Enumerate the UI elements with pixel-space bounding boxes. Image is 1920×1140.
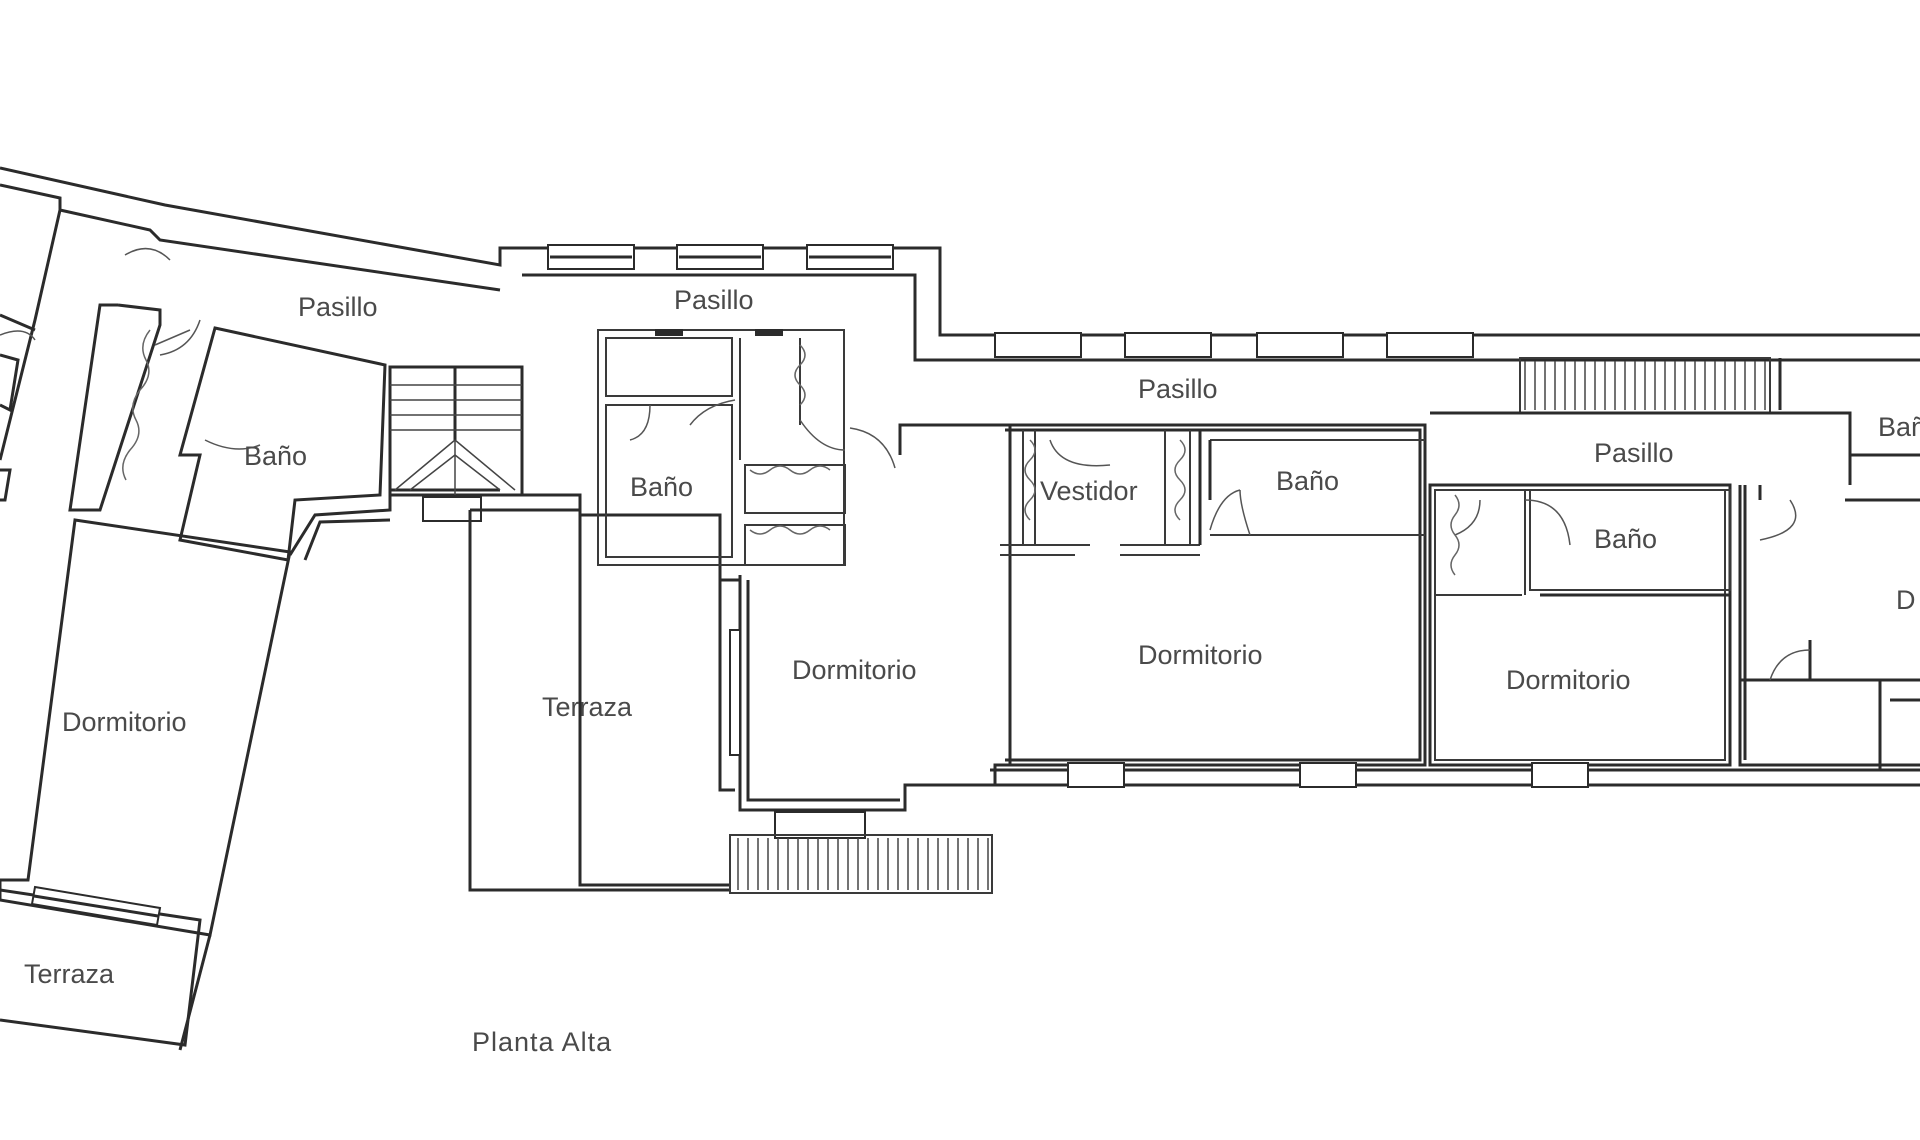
balcony-stairs [737, 838, 989, 890]
label-pasillo-4: Pasillo [1594, 438, 1674, 468]
label-dormitorio-5: D [1896, 585, 1916, 615]
left-wing-walls [0, 166, 525, 1051]
label-bano-3: Baño [1276, 466, 1339, 496]
label-bano-5: Bañ [1878, 412, 1920, 442]
stair-core [388, 365, 524, 522]
label-pasillo-1: Pasillo [298, 292, 378, 322]
central-doors [629, 344, 896, 535]
right-doors [1024, 439, 1811, 681]
label-terraza-1: Terraza [542, 692, 633, 722]
label-dormitorio-1: Dormitorio [62, 707, 187, 737]
right-walls [990, 357, 1920, 787]
label-dormitorio-3: Dormitorio [1138, 640, 1263, 670]
label-bano-4: Baño [1594, 524, 1657, 554]
right-windows [1067, 762, 1589, 788]
room-labels: Pasillo Pasillo Pasillo Pasillo Baño Bañ… [24, 285, 1920, 1057]
label-dormitorio-2: Dormitorio [792, 655, 917, 685]
label-bano-2: Baño [630, 472, 693, 502]
plan-caption: Planta Alta [472, 1027, 612, 1057]
label-terraza-2: Terraza [24, 959, 115, 989]
label-vestidor: Vestidor [1040, 476, 1138, 506]
label-pasillo-3: Pasillo [1138, 374, 1218, 404]
central-windows [547, 244, 1474, 756]
right-stairs [1524, 361, 1766, 410]
label-dormitorio-4: Dormitorio [1506, 665, 1631, 695]
label-pasillo-2: Pasillo [674, 285, 754, 315]
label-bano-1: Baño [244, 441, 307, 471]
left-wing-closets [0, 247, 261, 481]
left-wing-windows [30, 885, 162, 927]
